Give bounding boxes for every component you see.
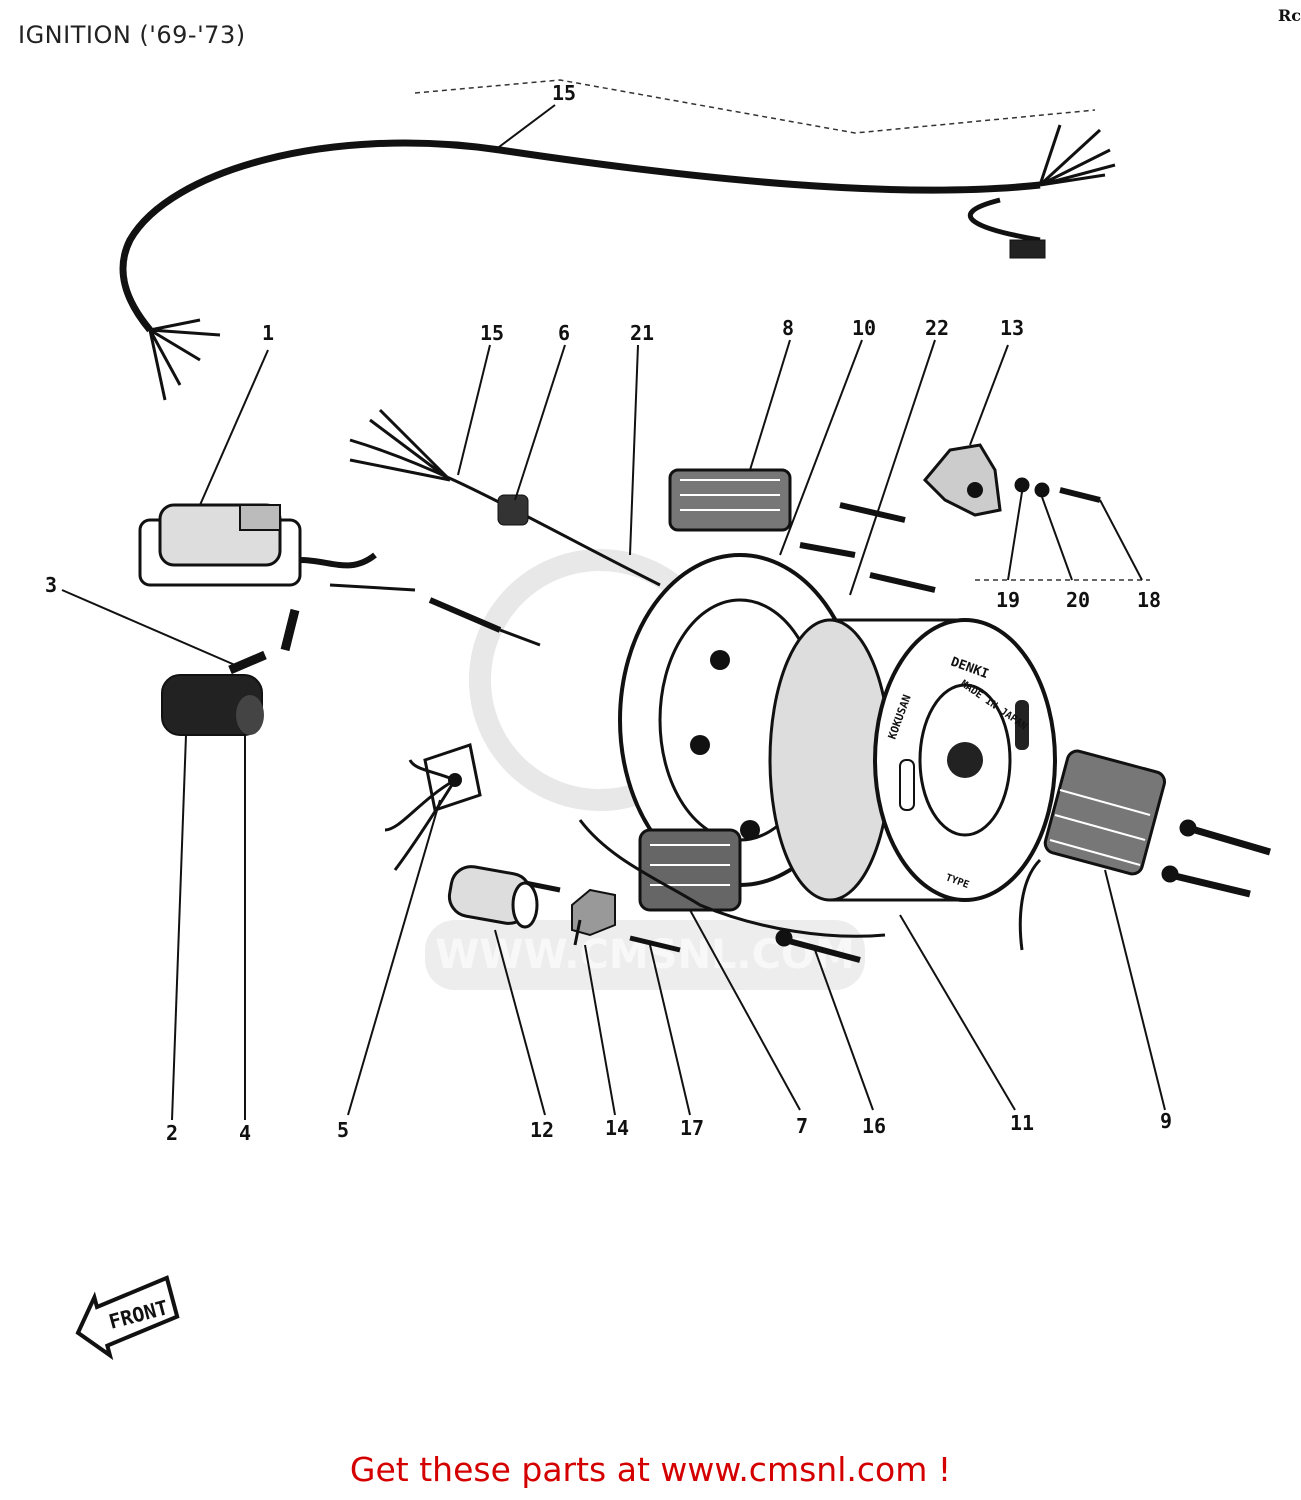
wiring-harness-upper xyxy=(119,124,1116,401)
leader-7 xyxy=(689,909,801,1111)
leader-17 xyxy=(649,944,691,1116)
ignition-coil-1 xyxy=(138,503,541,652)
callout-14: 14 xyxy=(605,1116,629,1140)
callout-13: 13 xyxy=(1000,316,1024,340)
callout-20: 20 xyxy=(1066,588,1090,612)
callout-15-top: 15 xyxy=(552,81,576,105)
washer-nut-bolt-18-19-20 xyxy=(1014,477,1101,503)
leader-22 xyxy=(849,339,936,596)
leader-20 xyxy=(1041,496,1073,581)
flywheel-rotor-11: KOKUSAN DENKI MADE IN JAPAN TYPE xyxy=(768,618,1057,902)
stator-lead-wires xyxy=(349,408,661,587)
leader-15a xyxy=(494,104,556,151)
leader-13 xyxy=(969,344,1009,446)
callout-9: 9 xyxy=(1160,1109,1172,1133)
callout-1: 1 xyxy=(262,321,274,345)
callout-7: 7 xyxy=(796,1114,808,1138)
callout-6: 6 xyxy=(558,321,570,345)
terminal-bracket-14 xyxy=(571,888,616,946)
leader-19 xyxy=(1007,491,1023,581)
callout-16: 16 xyxy=(862,1114,886,1138)
leader-2 xyxy=(171,734,187,1121)
leader-16 xyxy=(814,949,874,1111)
leader-14 xyxy=(584,944,616,1116)
leader-6 xyxy=(514,344,566,501)
callout-3: 3 xyxy=(45,573,57,597)
callout-21: 21 xyxy=(630,321,654,345)
exploded-parts-diagram: WWW.CMSNL.COM xyxy=(45,79,1271,1361)
corner-fragment-text: Rc xyxy=(1278,6,1301,25)
callout-4: 4 xyxy=(239,1121,251,1145)
dashed-leader-15 xyxy=(414,79,1096,134)
callout-19: 19 xyxy=(996,588,1020,612)
callout-15: 15 xyxy=(480,321,504,345)
spark-plug-cap-2-4 xyxy=(161,650,267,736)
callout-18: 18 xyxy=(1137,588,1161,612)
callout-10: 10 xyxy=(852,316,876,340)
leader-10 xyxy=(779,339,863,556)
leader-3 xyxy=(61,589,236,666)
callout-17: 17 xyxy=(680,1116,704,1140)
ground-lead-plate-5 xyxy=(384,743,482,871)
ignition-source-coil-7 xyxy=(578,819,886,938)
leader-9 xyxy=(1104,869,1166,1111)
mounting-screws xyxy=(519,502,1271,963)
callout-2: 2 xyxy=(166,1121,178,1145)
contact-breaker-13 xyxy=(922,443,1002,517)
page-title: IGNITION ('69-'73) xyxy=(18,21,246,49)
callout-5: 5 xyxy=(337,1118,349,1142)
condenser-12 xyxy=(447,865,539,929)
front-direction-arrow: FRONT xyxy=(75,1275,180,1361)
leader-15b xyxy=(457,344,491,476)
leader-8 xyxy=(749,339,791,471)
callout-22: 22 xyxy=(925,316,949,340)
lighting-coil-8 xyxy=(668,468,792,532)
callout-12: 12 xyxy=(530,1118,554,1142)
leader-12 xyxy=(494,929,546,1116)
leader-5 xyxy=(347,799,441,1116)
footer-link-text[interactable]: Get these parts at www.cmsnl.com ! xyxy=(349,1450,952,1489)
leader-21 xyxy=(629,344,639,556)
source-coil-9 xyxy=(1018,749,1167,951)
callout-11: 11 xyxy=(1010,1111,1034,1135)
callout-8: 8 xyxy=(782,316,794,340)
leader-11 xyxy=(899,914,1016,1111)
leader-1 xyxy=(199,349,269,506)
leader-18 xyxy=(1099,499,1143,581)
